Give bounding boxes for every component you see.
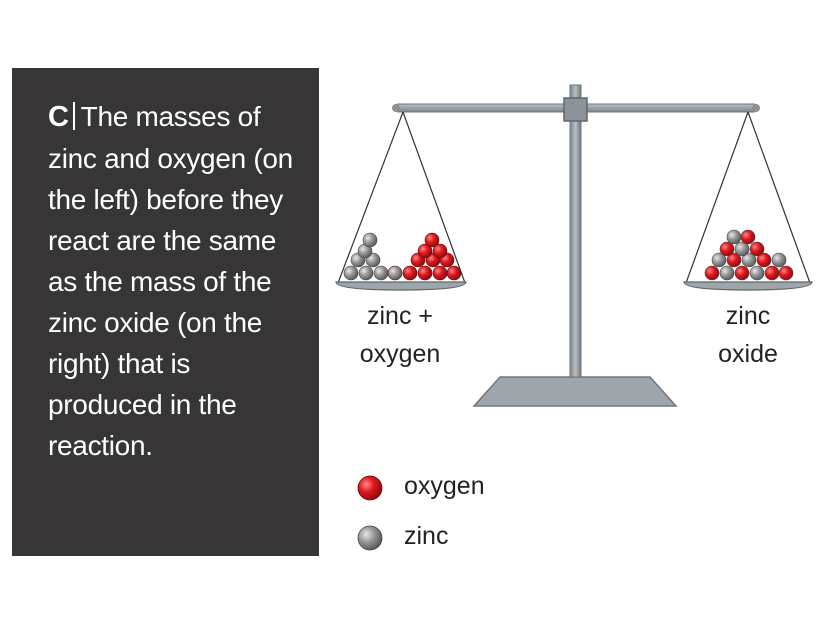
- left-oxygen-atoms: [387, 232, 462, 281]
- legend-oxygen-label: oxygen: [404, 472, 485, 500]
- right-zinc-oxide-atoms: [704, 229, 794, 281]
- legend-oxygen-marker: [357, 475, 383, 501]
- legend-zinc-label: zinc: [404, 522, 449, 550]
- left-pan: [335, 281, 467, 291]
- left-pan-label-line2: oxygen: [359, 340, 441, 368]
- beam-end-left: [392, 104, 400, 112]
- left-pan-strings: [337, 111, 466, 284]
- scale-base: [472, 376, 678, 407]
- caption-body: The masses of zinc and oxygen (on the le…: [48, 101, 293, 461]
- caption-letter: C: [48, 101, 69, 133]
- left-pan-label: zinc + oxygen: [330, 297, 470, 373]
- right-pan-strings: [685, 111, 811, 284]
- legend-zinc-marker: [357, 525, 383, 551]
- caption-divider: [72, 102, 75, 130]
- right-pan: [683, 281, 813, 291]
- right-pan-label-line1: zinc: [725, 302, 771, 330]
- right-pan-label-line2: oxide: [718, 340, 778, 368]
- right-pan-label: zinc oxide: [678, 297, 818, 373]
- scale-pivot: [563, 97, 588, 122]
- scale-pole: [569, 84, 582, 378]
- left-pan-label-line1: zinc +: [366, 302, 433, 330]
- beam-end-right: [752, 104, 760, 112]
- left-zinc-atoms: [343, 232, 389, 281]
